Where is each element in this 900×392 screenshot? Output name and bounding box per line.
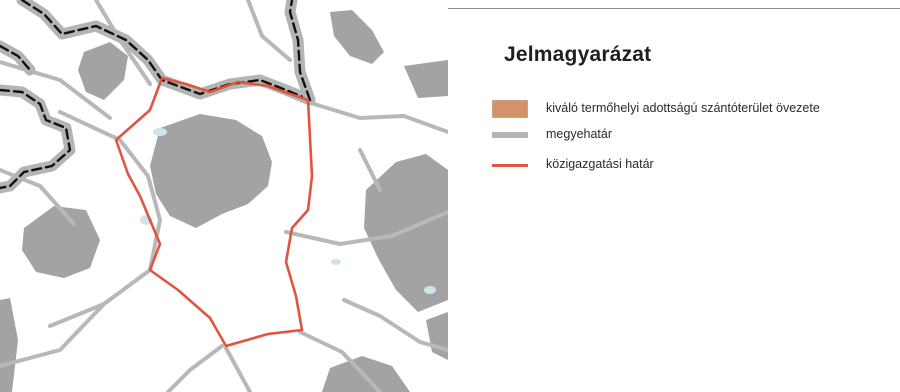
minor-road <box>0 302 106 368</box>
settlement-area <box>404 60 448 98</box>
legend-title: Jelmagyarázat <box>504 43 652 66</box>
arable-land-swatch <box>492 100 528 118</box>
county-boundary <box>0 40 36 76</box>
legend-item-county-boundary: megyehatár <box>492 123 892 145</box>
water-bodies <box>140 128 436 294</box>
water-body <box>331 259 341 265</box>
minor-road <box>342 298 448 352</box>
county-boundary <box>0 84 76 194</box>
water-body <box>153 128 167 136</box>
legend-panel: Jelmagyarázat kiváló termőhelyi adottság… <box>448 9 900 392</box>
county-boundary <box>16 0 316 106</box>
county-boundary <box>284 0 316 106</box>
minor-road <box>166 344 224 392</box>
admin-boundary-swatch <box>492 156 528 174</box>
legend-label-county-boundary: megyehatár <box>546 127 613 141</box>
minor-road <box>312 102 448 134</box>
settlement-area <box>364 154 448 312</box>
minor-road <box>298 330 382 392</box>
settlement-area <box>150 114 272 228</box>
top-border <box>0 8 900 9</box>
legend-label-admin-boundary: közigazgatási határ <box>546 157 654 171</box>
minor-road <box>284 210 448 246</box>
legend-label-arable-land: kiváló termőhelyi adottságú szántóterüle… <box>546 101 820 115</box>
county-boundaries <box>0 0 316 194</box>
county-boundary-swatch <box>492 126 528 144</box>
admin-boundary <box>114 76 314 348</box>
settlement-area <box>322 356 410 392</box>
settlement-areas <box>0 10 448 392</box>
settlement-area <box>330 10 384 64</box>
map-canvas[interactable] <box>0 0 448 392</box>
minor-road <box>358 148 382 192</box>
minor-road <box>224 346 252 392</box>
minor-road <box>0 60 112 120</box>
legend-item-arable-land: kiváló termőhelyi adottságú szántóterüle… <box>492 97 892 119</box>
settlement-area <box>22 206 100 278</box>
settlement-area <box>0 298 18 392</box>
legend-item-admin-boundary: közigazgatási határ <box>492 153 892 175</box>
settlement-area <box>78 42 128 100</box>
minor-road <box>246 0 292 62</box>
water-body <box>424 286 436 294</box>
map-panel[interactable] <box>0 0 448 392</box>
